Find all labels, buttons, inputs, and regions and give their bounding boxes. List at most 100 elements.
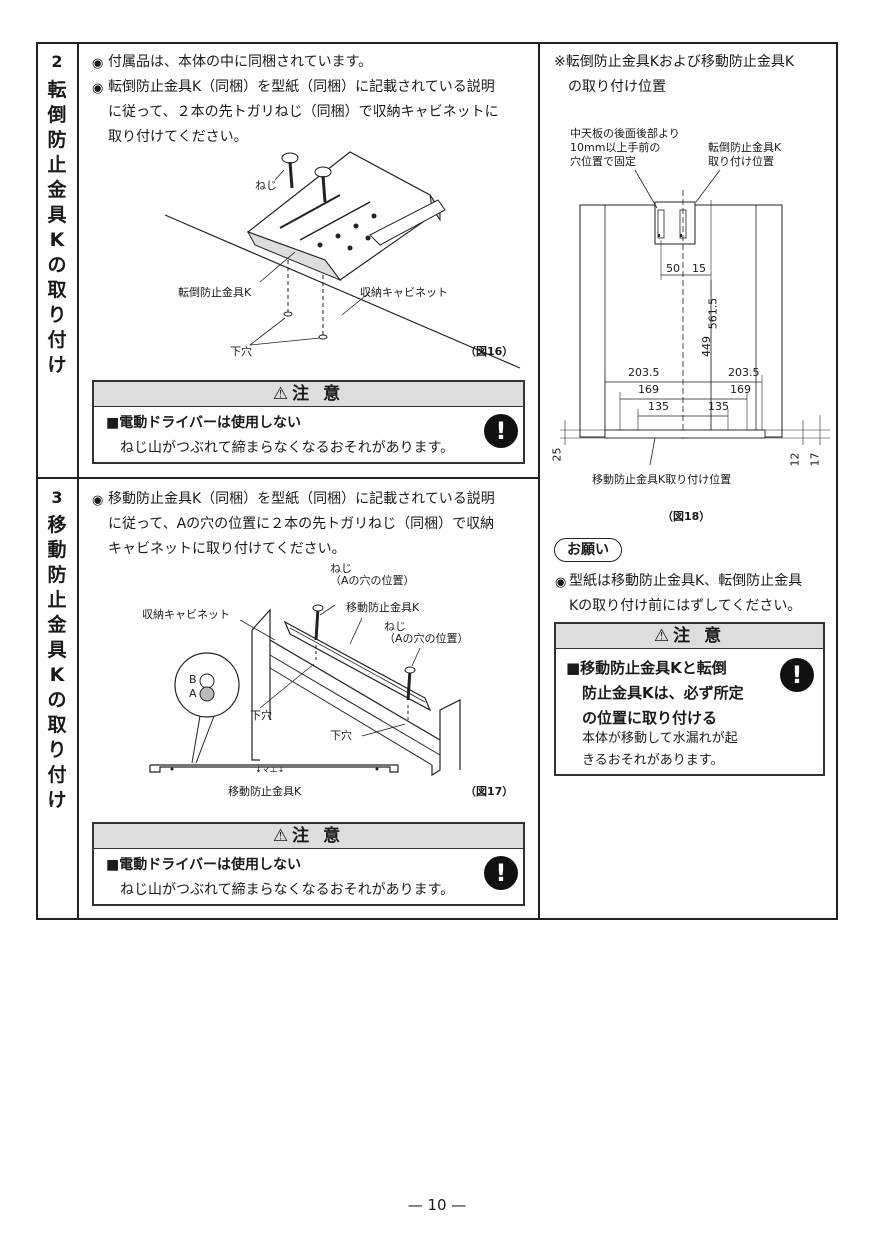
title-char: 倒 [47, 104, 67, 126]
caution-header: ⚠注 意 [94, 824, 523, 849]
title-char: 取 [47, 714, 67, 736]
fig18-dim-203-5-left: 203.5 [628, 366, 660, 379]
fig17-hole-b-label: B [189, 673, 197, 686]
step-2-bullet-1: 付属品は、本体の中に同梱されています。 [108, 54, 373, 70]
fig16-hole-label: 下穴 [230, 345, 252, 358]
step-3-caution-box: ⚠注 意 ■電動ドライバーは使用しない ねじ山がつぶれて締まらなくなるおそれがあ… [92, 822, 525, 906]
fig18-dim-15: 15 [692, 262, 706, 275]
caution-header-text: 注 意 [292, 384, 345, 404]
step-3-title: 移 動 防 止 金 具 K の 取 り 付 け [37, 513, 77, 813]
title-char: 転 [47, 79, 67, 101]
text-line: ねじ [384, 620, 406, 633]
fig17-cabinet-label: 収納キャビネット [142, 608, 230, 621]
title-char: 取 [47, 279, 67, 301]
text-line: の位置に取り付ける [582, 709, 718, 727]
step-3-number: 3 [51, 488, 63, 507]
fig18-dim-135-right: 135 [708, 400, 729, 413]
figure-18-illustration [560, 169, 830, 466]
title-char: り [47, 304, 67, 326]
step-2-title: 転 倒 防 止 金 具 K の 取 り 付 け [37, 78, 77, 378]
fig17-screw1-label: ねじ （Aの穴の位置） [330, 563, 415, 587]
caution-header-text: 注 意 [292, 826, 345, 846]
caution-header: ⚠注 意 [94, 382, 523, 407]
fig18-caption: （図18） [662, 510, 711, 523]
fig18-dim-169-right: 169 [730, 383, 751, 396]
page-number: — 10 — [407, 1196, 467, 1214]
fig17-hole1-label: 下穴 [250, 709, 272, 722]
text-line: ※転倒防止金具Kおよび移動防止金具K [554, 54, 795, 70]
step-2-bullet-2: 転倒防止金具K（同梱）を型紙（同梱）に記載されている説明 に従って、２本の先トガ… [108, 75, 499, 150]
exclamation-icon: ! [484, 414, 518, 448]
fig16-cabinet-label: 収納キャビネット [360, 286, 448, 299]
text-line: 取り付けてください。 [108, 129, 248, 145]
divider-left-column [77, 42, 79, 920]
warning-triangle-icon: ⚠ [272, 826, 293, 846]
text-line: キャビネットに取り付けてください。 [108, 541, 346, 557]
title-char: K [49, 229, 65, 251]
fig18-label-1: 中天板の後面後部より 10mm以上手前の 穴位置で固定 [570, 127, 680, 169]
exclamation-icon: ! [484, 856, 518, 890]
text-line: の取り付け位置 [568, 79, 666, 95]
step-3-bullet-1: 移動防止金具K（同梱）を型紙（同梱）に記載されている説明 に従って、Aの穴の位置… [108, 487, 495, 562]
fig18-label-2: 転倒防止金具K 取り付け位置 [708, 141, 781, 169]
title-char: の [47, 689, 67, 711]
fig18-bottom-label: 移動防止金具K取り付け位置 [592, 473, 732, 486]
title-char: け [47, 354, 67, 376]
title-char: 付 [47, 329, 67, 351]
fig18-dim-203-5-right: 203.5 [728, 366, 760, 379]
text-line: 10mm以上手前の [570, 141, 661, 154]
title-char: 付 [47, 764, 67, 786]
request-badge: お願い [554, 538, 622, 562]
text-line: 防止金具Kは、必ず所定 [582, 684, 744, 702]
fig16-caption: （図16） [465, 345, 514, 358]
fig17-hole-a-label: A [189, 687, 197, 700]
title-char: り [47, 739, 67, 761]
warning-triangle-icon: ⚠ [272, 384, 293, 404]
caution-title: ■電動ドライバーは使用しない [106, 415, 301, 431]
fig17-hole2-label: 下穴 [330, 729, 352, 742]
text-line: ■移動防止金具Kと転倒 [566, 659, 727, 677]
title-char: 具 [47, 639, 67, 661]
fig16-screw-label: ねじ [255, 179, 277, 192]
title-char: 具 [47, 204, 67, 226]
title-char: け [47, 789, 67, 811]
bullet-icon: ◉ [555, 575, 567, 590]
text-line: 移動防止金具K（同梱）を型紙（同梱）に記載されている説明 [108, 491, 495, 507]
text-line: 型紙は移動防止金具K、転倒防止金具 [569, 573, 803, 589]
text-line: に従って、２本の先トガリねじ（同梱）で収納キャビネットに [108, 104, 499, 120]
fig17-bracket-bottom-label: 移動防止金具K [228, 785, 302, 798]
text-line: 中天板の後面後部より [570, 127, 680, 140]
caution-title: ■電動ドライバーは使用しない [106, 857, 301, 873]
fig18-dim-25: 25 [550, 447, 564, 462]
fig16-bracket-label: 転倒防止金具K [178, 286, 252, 299]
step-2-number: 2 [51, 52, 63, 71]
fig17-caption: （図17） [465, 785, 514, 798]
text-line: 本体が移動して水漏れが起 [582, 731, 738, 746]
fig18-dim-135-left: 135 [648, 400, 669, 413]
title-char: 止 [47, 589, 67, 611]
text-line: きるおそれがあります。 [582, 753, 724, 768]
title-char: 止 [47, 154, 67, 176]
fig17-bracket-top-label: 移動防止金具K [346, 601, 420, 614]
fig18-dim-12: 12 [788, 452, 802, 467]
right-note: ※転倒防止金具Kおよび移動防止金具K の取り付け位置 [554, 50, 794, 100]
bullet-icon: ◉ [92, 56, 104, 71]
caution-header: ⚠注 意 [556, 624, 823, 649]
divider-step-row [36, 477, 539, 479]
title-char: K [49, 664, 65, 686]
text-line: ねじ [330, 562, 352, 575]
title-char: 金 [47, 179, 67, 201]
exclamation-icon: ! [780, 658, 814, 692]
caution-body: 本体が移動して水漏れが起 きるおそれがあります。 [582, 728, 738, 772]
title-char: 移 [47, 514, 67, 536]
figure-17-illustration [149, 604, 461, 777]
fig18-dim-50: 50 [666, 262, 680, 275]
divider-center-column [538, 42, 540, 920]
text-line: 穴位置で固定 [570, 155, 636, 168]
bullet-icon: ◉ [92, 493, 104, 508]
request-text: 型紙は移動防止金具K、転倒防止金具 Kの取り付け前にはずしてください。 [569, 569, 802, 619]
fig17-mark-label: ↓マエ↓ [255, 765, 285, 774]
fig18-dim-449: 449 [700, 336, 713, 357]
caution-header-text: 注 意 [673, 626, 726, 646]
fig18-dim-561-5: 561.5 [706, 297, 720, 330]
